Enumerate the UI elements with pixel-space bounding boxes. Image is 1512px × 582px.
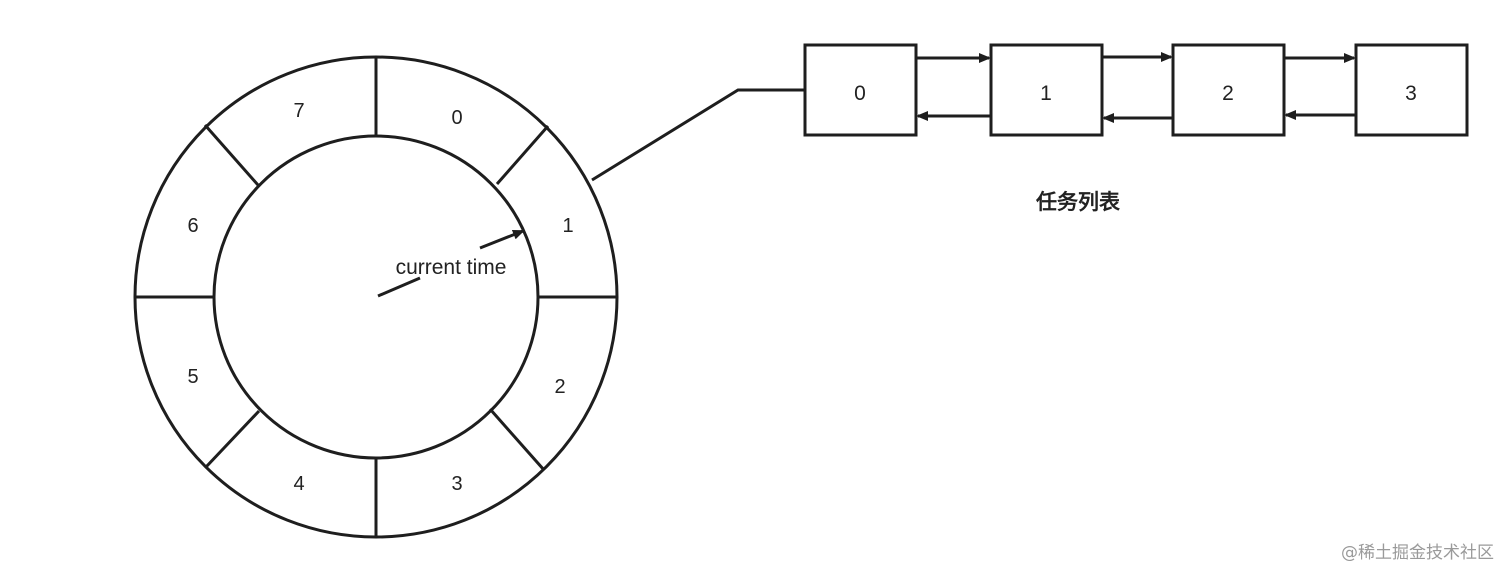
task-node-0 — [803, 43, 918, 137]
divider-2-3 — [488, 408, 546, 471]
wheel-slot-1: 1 — [562, 215, 573, 237]
task-node-3 — [1354, 43, 1469, 137]
divider-0-1 — [495, 125, 550, 185]
task-list: 0 1 2 3 — [803, 43, 1469, 137]
wheel-slot-2: 2 — [554, 376, 565, 398]
wheel-slot-7: 7 — [293, 100, 304, 122]
wheel-slot-dividers — [135, 57, 617, 537]
wheel-slot-4: 4 — [293, 473, 304, 495]
task-node-1-label: 1 — [1040, 82, 1052, 105]
watermark: @稀土掘金技术社区 — [1341, 543, 1494, 563]
divider-4-5 — [204, 409, 261, 469]
pointer-tail — [377, 276, 421, 298]
pointer-arrow — [479, 229, 525, 250]
task-node-0-label: 0 — [854, 82, 866, 105]
wheel-slot-6: 6 — [187, 215, 198, 237]
task-node-2-label: 2 — [1222, 82, 1234, 105]
current-time-label: current time — [396, 256, 507, 279]
task-node-2 — [1171, 43, 1286, 137]
task-node-3-label: 3 — [1405, 82, 1417, 105]
task-list-caption: 任务列表 — [1035, 190, 1121, 214]
wheel-slot-5: 5 — [187, 366, 198, 388]
task-node-1 — [989, 43, 1104, 137]
slot-to-list-connector — [591, 88, 805, 182]
wheel-slot-0: 0 — [451, 107, 462, 129]
wheel-slot-3: 3 — [451, 473, 462, 495]
divider-6-7 — [203, 124, 260, 186]
